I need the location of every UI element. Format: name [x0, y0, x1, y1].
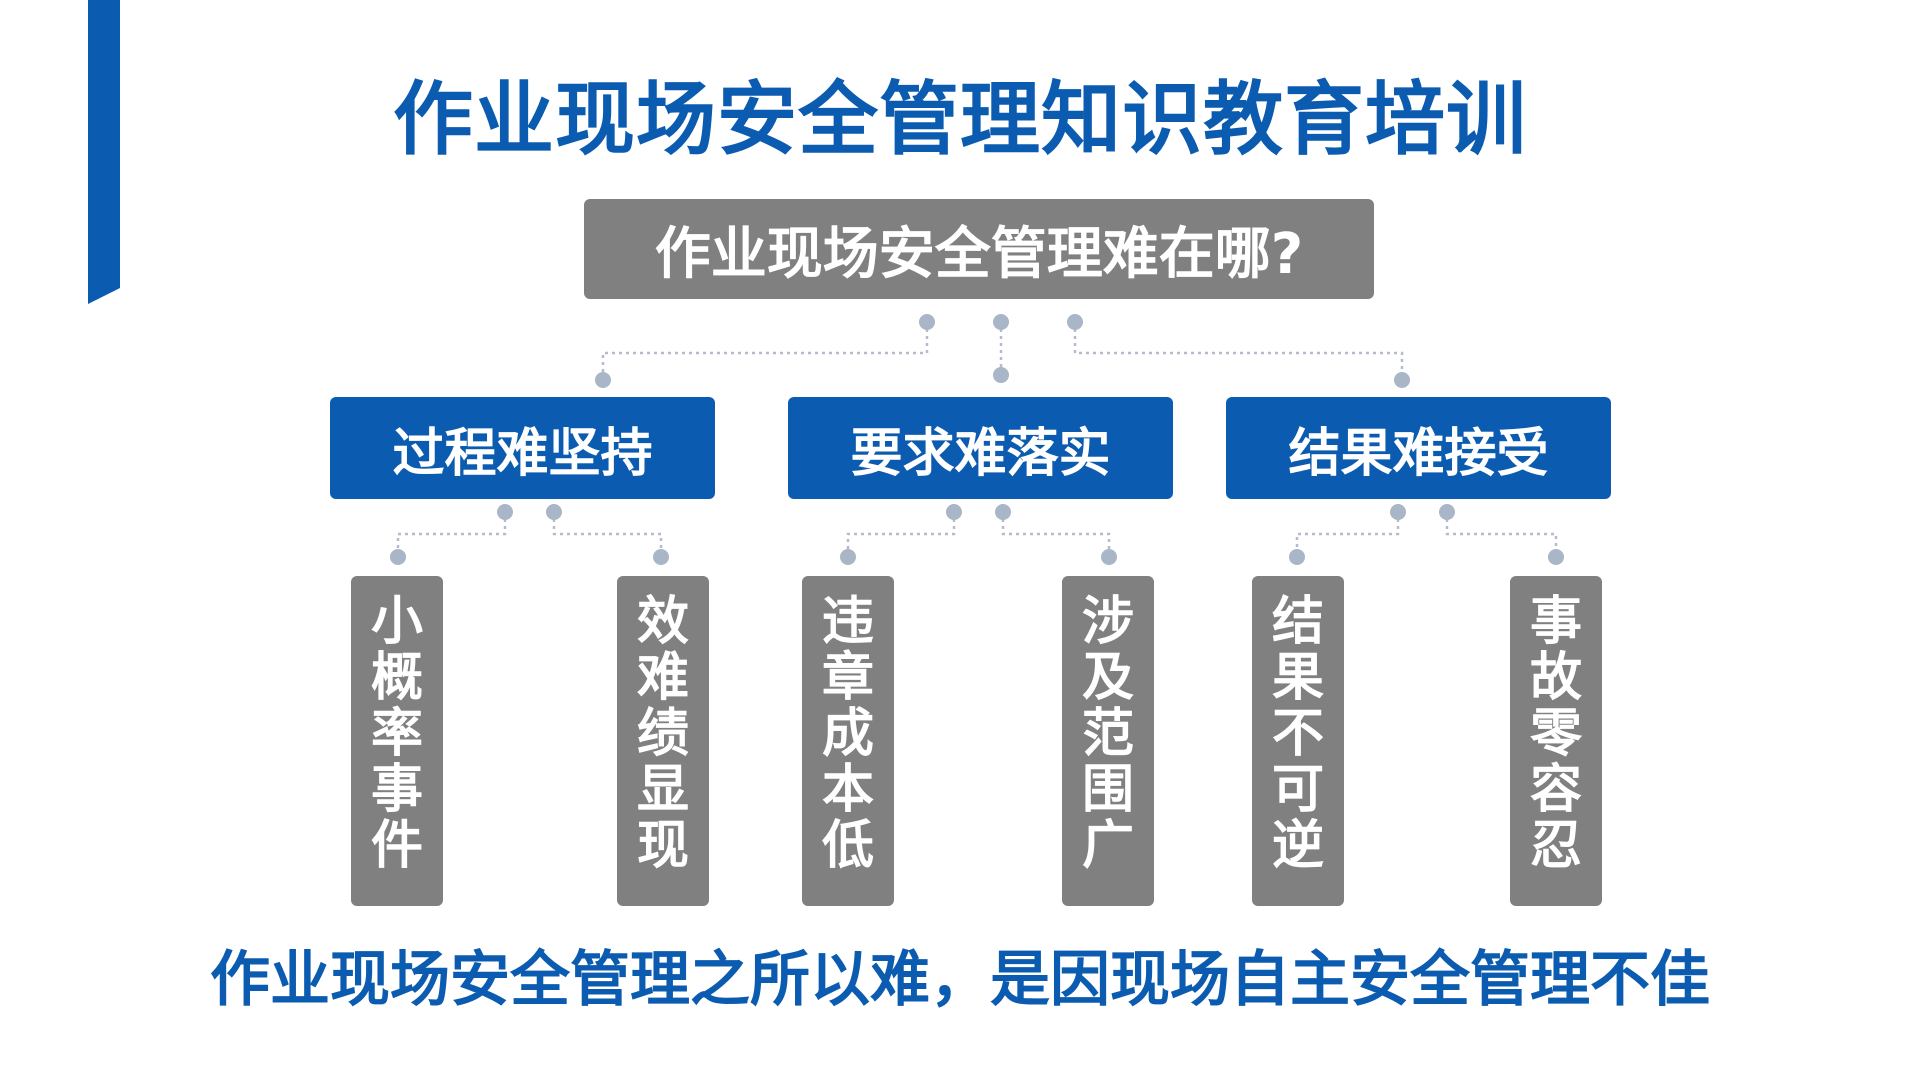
connector-dot — [946, 504, 962, 520]
leaf-char: 不 — [1271, 704, 1324, 764]
leaf-char: 件 — [370, 816, 423, 876]
connector-dot — [993, 367, 1009, 383]
leaf-char: 涉 — [1081, 592, 1134, 652]
leaf-char: 可 — [1271, 760, 1324, 820]
leaf-box-low-violation-cost: 违章成本低 — [802, 576, 894, 906]
leaf-box-irreversible-result: 结果不可逆 — [1252, 576, 1344, 906]
leaf-char: 本 — [821, 760, 874, 820]
leaf-char: 故 — [1529, 648, 1582, 708]
leaf-char: 率 — [370, 704, 423, 764]
connector-dot — [1101, 549, 1117, 565]
connector-dot — [1439, 504, 1455, 520]
leaf-char: 围 — [1081, 760, 1134, 820]
leaf-box-wide-scope: 涉及范围广 — [1062, 576, 1154, 906]
connector-dot — [653, 549, 669, 565]
accent-bar — [88, 0, 120, 304]
connector-dot — [1548, 549, 1564, 565]
leaf-char: 广 — [1081, 816, 1134, 876]
leaf-char: 低 — [821, 816, 874, 876]
leaf-char: 及 — [1081, 648, 1134, 708]
connector-dot — [390, 549, 406, 565]
leaf-char: 事 — [370, 760, 423, 820]
connector-dot — [995, 504, 1011, 520]
leaf-char: 效 — [636, 592, 689, 652]
leaf-char: 难 — [636, 648, 689, 708]
leaf-char: 绩 — [636, 704, 689, 764]
leaf-char: 结 — [1271, 592, 1324, 652]
leaf-char: 显 — [636, 760, 689, 820]
connector-dot — [497, 504, 513, 520]
question-box: 作业现场安全管理难在哪? — [584, 199, 1374, 299]
leaf-char: 概 — [370, 648, 423, 708]
connector-dot — [1289, 549, 1305, 565]
leaf-char: 零 — [1529, 704, 1582, 764]
connector-result-to-left-leaf — [1295, 512, 1400, 557]
leaf-char: 逆 — [1271, 816, 1324, 876]
connector-dot — [1067, 314, 1083, 330]
leaf-char: 果 — [1271, 648, 1324, 708]
connector-requirement-to-right-leaf — [1001, 512, 1111, 557]
connector-dot — [1390, 504, 1406, 520]
leaf-char: 小 — [370, 592, 423, 652]
category-box-result: 结果难接受 — [1226, 397, 1611, 499]
connector-dot — [993, 314, 1009, 330]
leaf-char: 忍 — [1529, 816, 1582, 876]
connector-dot — [546, 504, 562, 520]
connector-question-to-result — [1073, 322, 1404, 380]
connector-process-to-right-leaf — [552, 512, 663, 557]
leaf-box-zero-tolerance: 事故零容忍 — [1510, 576, 1602, 906]
category-box-requirement: 要求难落实 — [788, 397, 1173, 499]
connector-result-to-right-leaf — [1445, 512, 1558, 557]
conclusion-text: 作业现场安全管理之所以难，是因现场自主安全管理不佳 — [210, 945, 1710, 1015]
leaf-char: 违 — [821, 592, 874, 652]
connector-dot — [919, 314, 935, 330]
leaf-char: 现 — [636, 816, 689, 876]
accent-bar-shape — [88, 0, 120, 304]
slide-title: 作业现场安全管理知识教育培训 — [393, 73, 1527, 166]
connector-question-to-process — [601, 322, 929, 380]
category-box-process: 过程难坚持 — [330, 397, 715, 499]
leaf-box-low-probability: 小概率事件 — [351, 576, 443, 906]
leaf-char: 范 — [1081, 704, 1134, 764]
leaf-box-hard-to-show-results: 效难绩显现 — [617, 576, 709, 906]
leaf-char: 事 — [1529, 592, 1582, 652]
connector-dot — [840, 549, 856, 565]
leaf-char: 容 — [1529, 760, 1582, 820]
connector-dot — [595, 372, 611, 388]
connector-process-to-left-leaf — [396, 512, 507, 557]
connector-requirement-to-left-leaf — [846, 512, 956, 557]
leaf-char: 成 — [821, 704, 874, 764]
leaf-char: 章 — [821, 648, 874, 708]
connector-dot — [1394, 372, 1410, 388]
